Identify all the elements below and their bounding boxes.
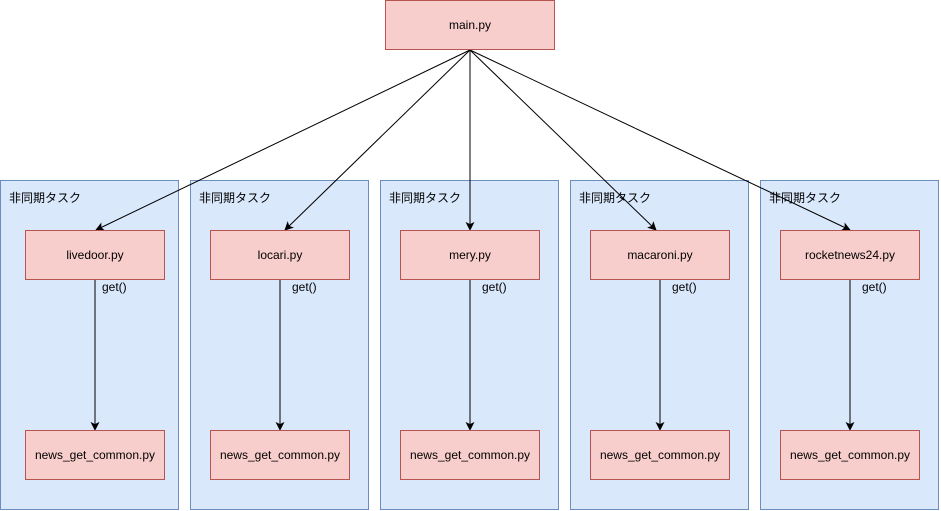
edge-label-get: get() — [101, 280, 128, 294]
edge-main-to-locari — [284, 49, 471, 231]
common-node-macaroni: news_get_common.py — [590, 430, 730, 480]
edge-label-get: get() — [481, 280, 508, 294]
common-node-rocketnews24: news_get_common.py — [780, 430, 920, 480]
group-title: 非同期タスク — [199, 191, 272, 205]
edge-label-get: get() — [291, 280, 318, 294]
common-node-livedoor: news_get_common.py — [25, 430, 165, 480]
task-node-livedoor: livedoor.py — [25, 230, 165, 280]
group-title: 非同期タスク — [769, 191, 842, 205]
group-title: 非同期タスク — [579, 191, 652, 205]
group-title: 非同期タスク — [9, 191, 82, 205]
edge-main-to-macaroni — [469, 49, 657, 231]
main-node: main.py — [385, 0, 555, 50]
task-node-rocketnews24: rocketnews24.py — [780, 230, 920, 280]
edge-main-to-rocketnews24 — [469, 49, 851, 231]
edge-main-to-livedoor — [95, 49, 471, 231]
common-node-mery: news_get_common.py — [400, 430, 540, 480]
common-node-locari: news_get_common.py — [210, 430, 350, 480]
task-node-macaroni: macaroni.py — [590, 230, 730, 280]
edge-label-get: get() — [671, 280, 698, 294]
task-node-locari: locari.py — [210, 230, 350, 280]
group-title: 非同期タスク — [389, 191, 462, 205]
task-node-mery: mery.py — [400, 230, 540, 280]
edge-label-get: get() — [861, 280, 888, 294]
